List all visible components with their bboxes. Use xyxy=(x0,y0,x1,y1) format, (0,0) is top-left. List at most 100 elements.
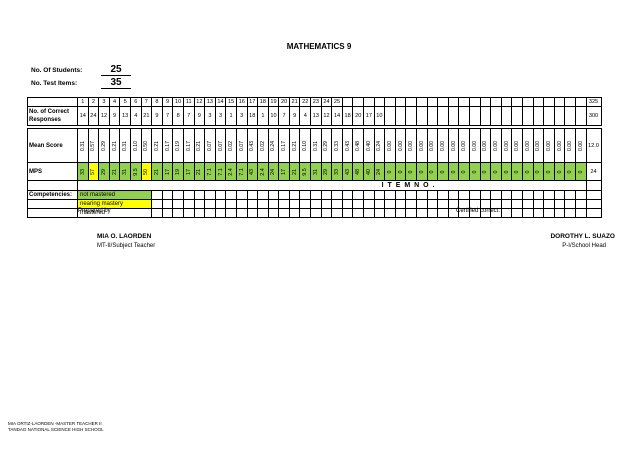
empty-cell xyxy=(405,199,417,209)
empty-cell xyxy=(490,208,502,218)
correct-label: No. of Correct Responses xyxy=(27,106,78,126)
item-total-cell: 325 xyxy=(585,97,602,107)
correct-cell: 7 xyxy=(278,106,290,126)
empty-cell xyxy=(437,190,449,200)
empty-cell xyxy=(288,190,301,200)
item-number-cell xyxy=(553,97,566,107)
mps-cell-text: 0 xyxy=(439,170,446,173)
mps-total-cell: 24 xyxy=(585,162,602,181)
empty-cell xyxy=(437,208,449,218)
mean-cell-text: 0.31 xyxy=(79,140,86,151)
empty-cell xyxy=(151,199,163,209)
mps-cell: 29 xyxy=(98,162,110,181)
item-number-cell: 21 xyxy=(288,97,301,107)
item-number-cell: 4 xyxy=(108,97,121,107)
mps-cell: 2.4 xyxy=(225,162,237,181)
correct-cell: 3 xyxy=(204,106,216,126)
mean-cell-text: 0.40 xyxy=(365,140,372,151)
mps-cell-text: 0 xyxy=(429,170,436,173)
mps-cell: 0 xyxy=(532,162,545,181)
correct-cell xyxy=(564,106,576,126)
empty-cell xyxy=(447,190,460,200)
mps-label: MPS xyxy=(27,162,78,181)
mps-cell-text: 7.1 xyxy=(238,167,245,176)
item-number-cell: 15 xyxy=(225,97,237,107)
blank-cell xyxy=(27,180,78,191)
correct-cell: 17 xyxy=(363,106,375,126)
empty-cell xyxy=(574,208,587,218)
blank-cell xyxy=(27,208,78,218)
item-number-cell xyxy=(532,97,545,107)
item-number-cell: 7 xyxy=(140,97,153,107)
mps-cell-text: 40 xyxy=(365,168,372,175)
mps-cell: 7.1 xyxy=(204,162,216,181)
mean-cell: 0.07 xyxy=(204,128,216,163)
item-number-cell: 16 xyxy=(235,97,248,107)
footer-author: MIA ORTIZ-LAORDEN -MASTER TEACHER II xyxy=(8,421,102,426)
mean-cell: 0.07 xyxy=(214,128,227,163)
mean-cell: 0.00 xyxy=(553,128,566,163)
mean-cell: 0.29 xyxy=(320,128,333,163)
mean-cell: 0.31 xyxy=(119,128,131,163)
correct-cell xyxy=(394,106,407,126)
mean-cell: 0.50 xyxy=(140,128,153,163)
competency-row: mastered xyxy=(27,208,602,218)
mps-cell: 2.4 xyxy=(257,162,269,181)
empty-cell xyxy=(585,208,602,218)
mean-cell: 0.00 xyxy=(532,128,545,163)
item-number-cell: 24 xyxy=(320,97,333,107)
empty-cell xyxy=(288,199,301,209)
mean-cell: 0.00 xyxy=(405,128,417,163)
correct-cell xyxy=(416,106,428,126)
item-number-cell xyxy=(500,97,513,107)
correct-cell xyxy=(521,106,534,126)
mean-cell: 0.21 xyxy=(108,128,121,163)
mps-cell-text: 0 xyxy=(387,170,394,173)
mps-cell-text: 0 xyxy=(492,170,499,173)
mean-cell-text: 0.07 xyxy=(238,140,245,151)
empty-cell xyxy=(543,208,555,218)
mean-cell: 0.24 xyxy=(267,128,280,163)
mean-cell: 0.29 xyxy=(98,128,110,163)
empty-cell xyxy=(352,190,365,200)
empty-cell xyxy=(564,199,576,209)
mean-cell-text: 0.00 xyxy=(387,140,394,151)
empty-cell xyxy=(341,208,354,218)
mps-cell: 21 xyxy=(151,162,163,181)
mps-cell-text: 0 xyxy=(535,170,542,173)
mps-cell-text: 24 xyxy=(270,168,277,175)
empty-cell xyxy=(532,208,545,218)
mps-cell: 43 xyxy=(341,162,354,181)
mps-cell: 0 xyxy=(479,162,492,181)
correct-cell: 18 xyxy=(246,106,259,126)
empty-cell xyxy=(193,199,206,209)
mean-cell-text: 0.00 xyxy=(503,140,510,151)
item-number-cell xyxy=(521,97,534,107)
empty-cell xyxy=(521,208,534,218)
mps-cell: 0 xyxy=(553,162,566,181)
mps-cell-text: 33 xyxy=(334,168,341,175)
correct-cell: 14 xyxy=(331,106,343,126)
mps-cell: 9.5 xyxy=(129,162,142,181)
mps-cell-text: 7.1 xyxy=(206,167,213,176)
empty-cell xyxy=(500,190,513,200)
mean-cell-text: 0.00 xyxy=(397,140,404,151)
mps-cell-text: 0 xyxy=(408,170,415,173)
item-no-row: I T E M N O . xyxy=(27,180,602,191)
empty-cell xyxy=(172,208,184,218)
mps-cell: 31 xyxy=(310,162,322,181)
correct-cell xyxy=(426,106,439,126)
item-number-cell xyxy=(543,97,555,107)
empty-cell xyxy=(225,190,237,200)
empty-cell xyxy=(151,208,163,218)
mps-cell: 0 xyxy=(511,162,523,181)
correct-cell xyxy=(447,106,460,126)
mps-cell: 0 xyxy=(490,162,502,181)
mean-cell-text: 0.10 xyxy=(132,140,139,151)
competency-cell: not mastered xyxy=(76,190,153,200)
mps-cell: 0 xyxy=(521,162,534,181)
mean-cell: 0.17 xyxy=(278,128,290,163)
empty-cell xyxy=(204,208,216,218)
